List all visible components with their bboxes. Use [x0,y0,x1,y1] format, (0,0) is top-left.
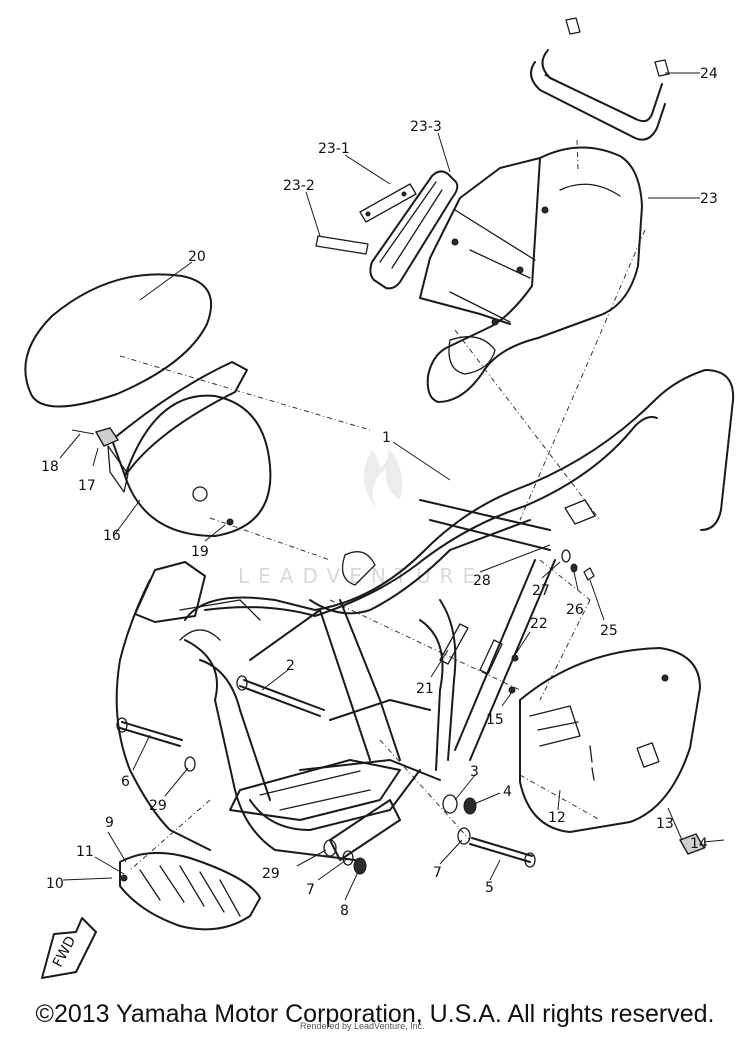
callout-12: 12 [548,810,566,826]
callout-3: 3 [470,764,479,780]
part-grab-bar [530,17,670,141]
part-oval-cover [24,273,212,408]
callout-8: 8 [340,903,349,919]
part-swingarm [229,759,401,861]
callout-23: 23 [700,191,718,207]
part-rear-brackets [315,170,459,290]
callout-2: 2 [286,658,295,674]
callout-13: 13 [656,816,674,832]
callout-9: 9 [105,815,114,831]
callout-26: 26 [566,602,584,618]
leader-lines [59,72,700,901]
callout-24: 24 [700,66,718,82]
callout-11: 11 [76,844,94,860]
callout-21: 21 [416,681,434,697]
callout-7a: 7 [433,865,442,881]
callout-23-1: 23-1 [318,141,350,157]
fwd-label: FWD [50,934,79,970]
callout-4: 4 [503,784,512,800]
callout-29a: 29 [149,798,167,814]
watermark: LEADVENTURE [238,448,484,588]
callout-22: 22 [530,616,548,632]
callout-14: 14 [690,836,708,852]
callout-29b: 29 [262,866,280,882]
fwd-arrow: FWD [41,917,97,979]
callout-16: 16 [103,528,121,544]
callout-15: 15 [486,712,504,728]
callout-5: 5 [485,880,494,896]
part-skid-plate [119,851,261,931]
part-grommet-right [678,833,725,855]
callout-20: 20 [188,249,206,265]
callout-7b: 7 [306,882,315,898]
callout-1: 1 [382,430,391,446]
assembly-lines [119,139,646,871]
part-frame [115,369,735,861]
callout-23-3: 23-3 [410,119,442,135]
part-side-cover-left [107,361,272,537]
watermark-text: LEADVENTURE [238,564,484,588]
part-rear-fender [419,146,643,403]
copyright-notice: ©2013 Yamaha Motor Corporation, U.S.A. A… [35,1000,715,1028]
callout-labels: 1 2 3 4 5 6 7 7 8 9 10 11 12 13 14 15 16… [41,66,718,919]
callout-10: 10 [46,876,64,892]
part-grommet-left [71,427,234,526]
callout-27: 27 [532,583,550,599]
part-fasteners [184,756,477,875]
part-clips [439,499,596,694]
callout-28: 28 [473,573,491,589]
render-credit: Rendered by LeadVenture, Inc. [300,1021,425,1031]
part-bolts [116,675,536,868]
callout-18: 18 [41,459,59,475]
callout-25: 25 [600,623,618,639]
callout-17: 17 [78,478,96,494]
callout-23-2: 23-2 [283,178,315,194]
part-side-cover-right [519,647,701,833]
callout-6: 6 [121,774,130,790]
callout-19: 19 [191,544,209,560]
